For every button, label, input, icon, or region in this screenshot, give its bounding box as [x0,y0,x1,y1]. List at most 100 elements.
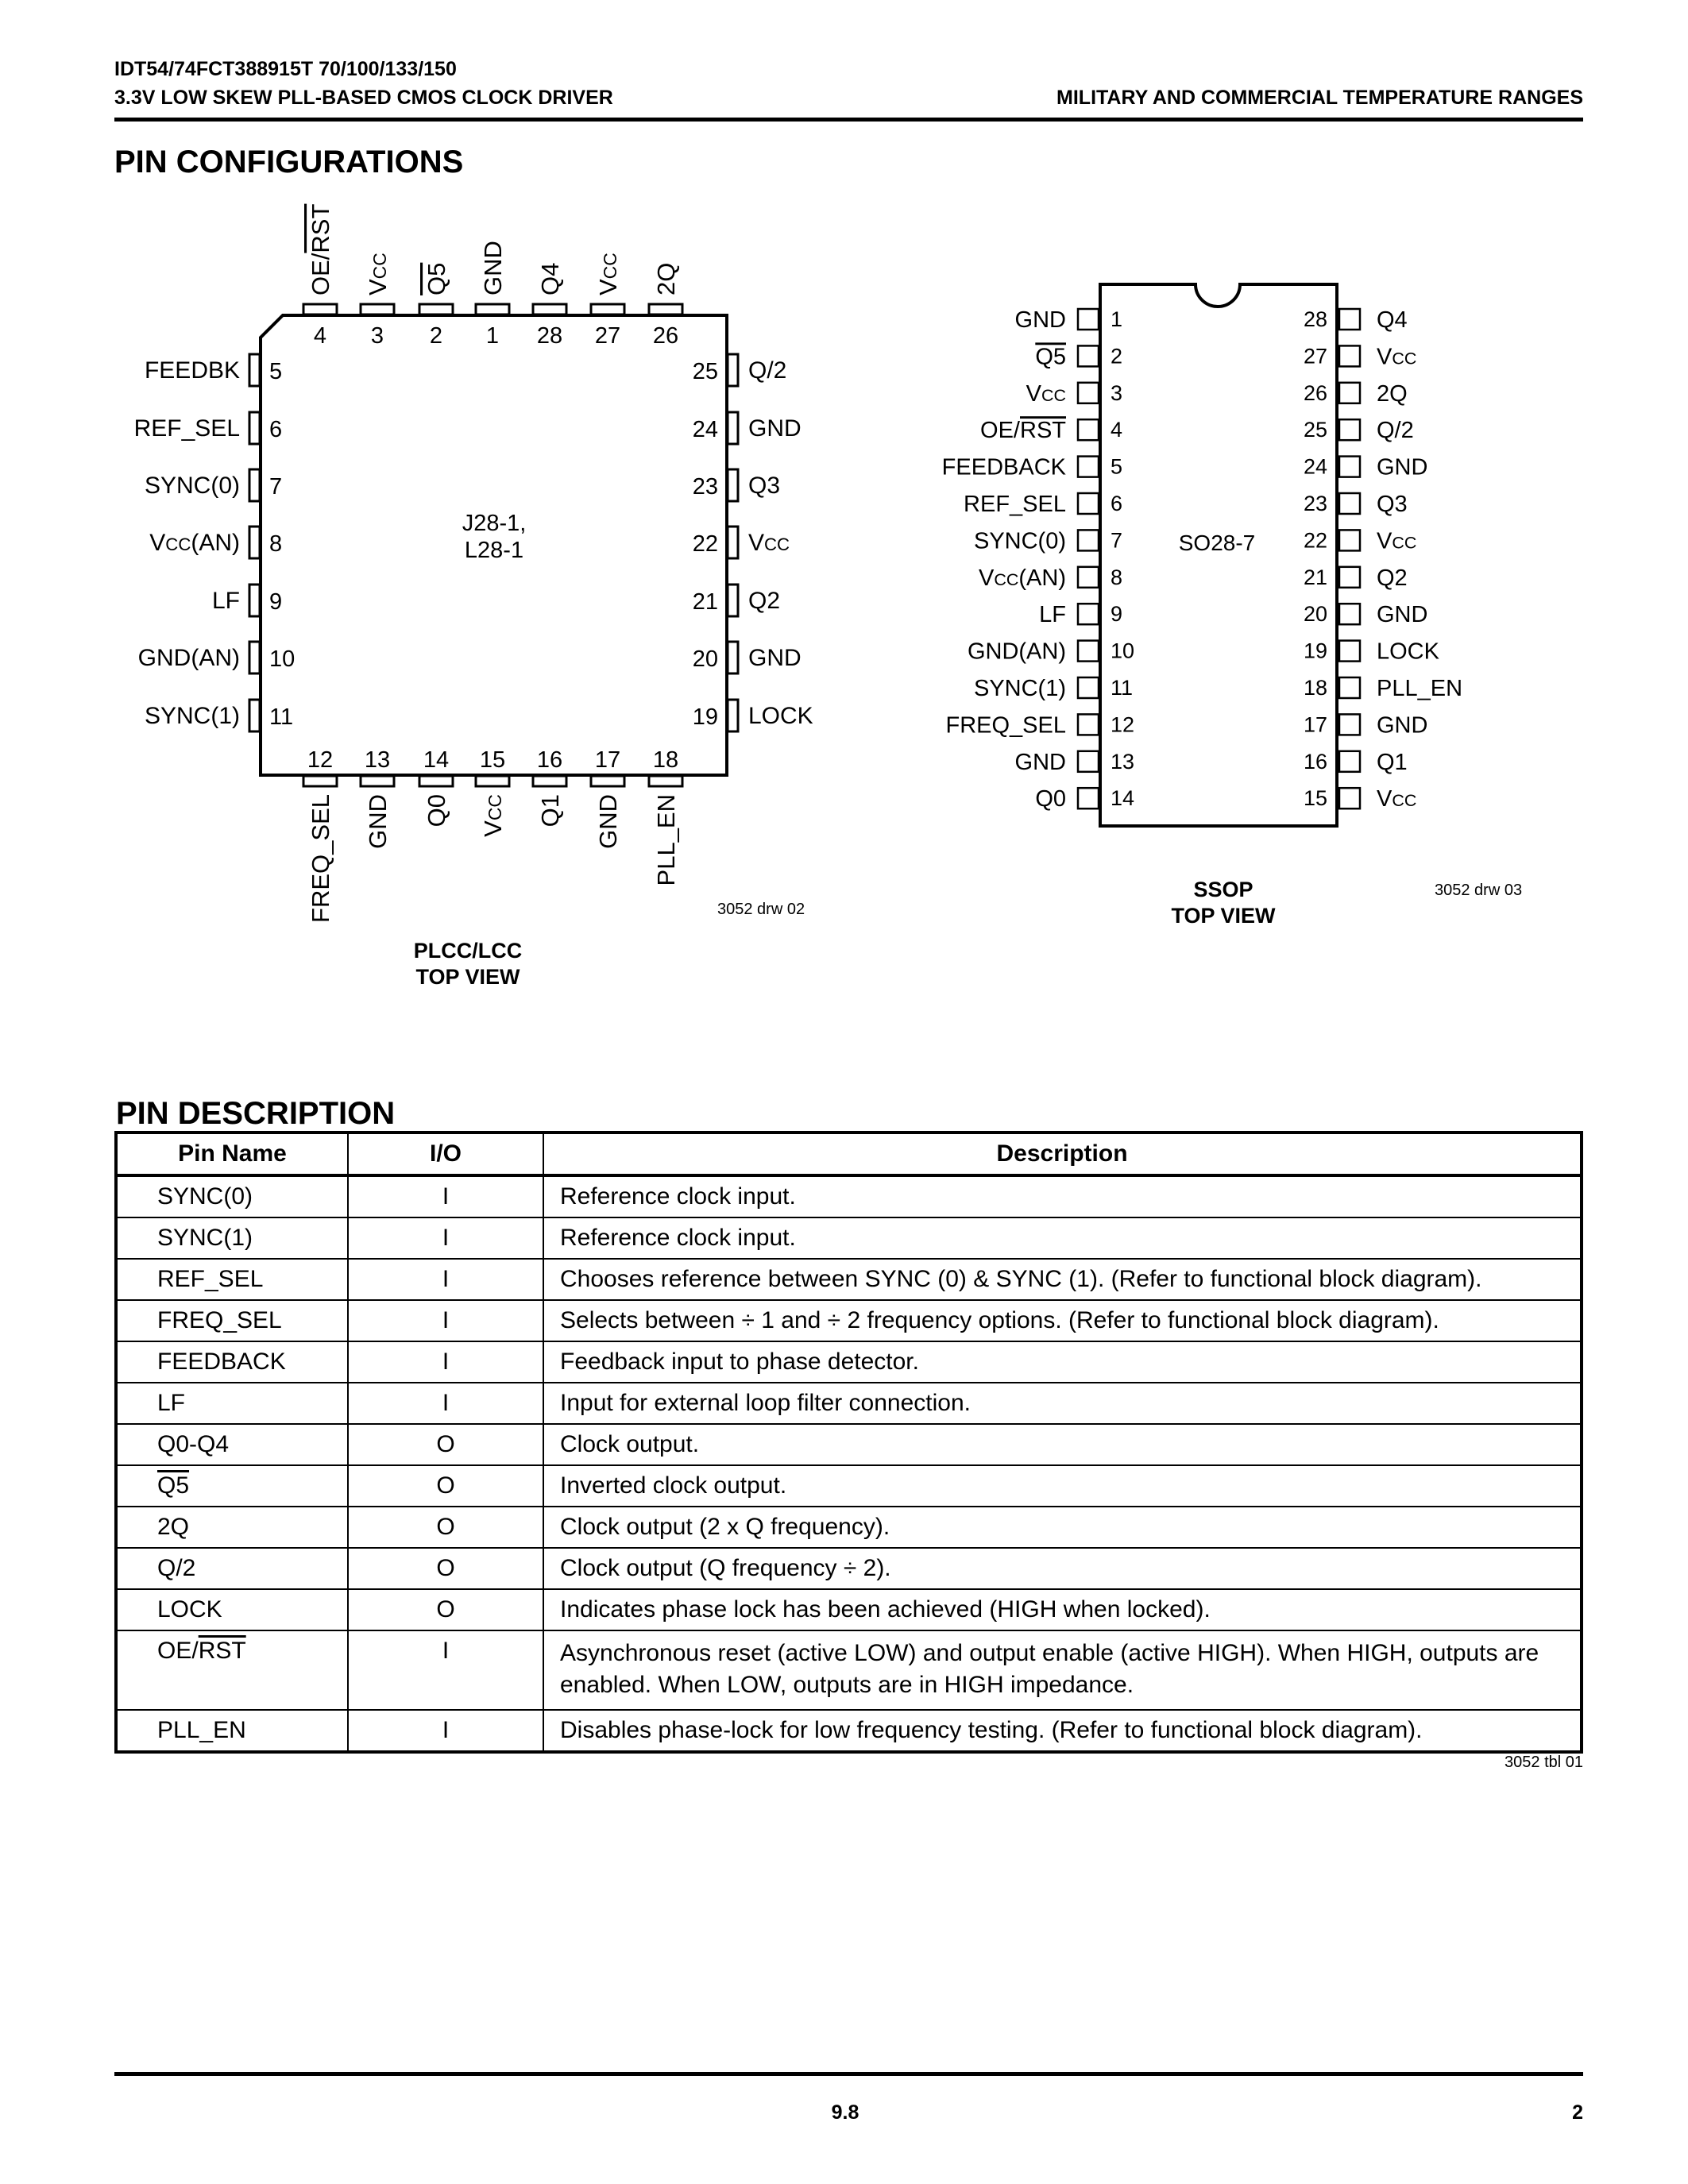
ssop-pin-18-name: PLL_EN [1377,676,1462,701]
ssop-pin-22-lead [1338,529,1362,552]
plcc-pin-25-name: Q/2 [748,357,786,384]
ssop-pin-8-lead [1076,565,1100,589]
ssop-pin-10-number: 10 [1111,639,1134,663]
plcc-pin-4-number: 4 [314,323,326,349]
ssop-pin-15-lead [1338,786,1362,810]
column-header-description: Description [543,1132,1582,1177]
ssop-pin-1-name: GND [1015,307,1066,333]
pin-name-cell: Q/2 [115,1547,349,1590]
plcc-pin-12-number: 12 [307,747,333,773]
column-header-pin-name: Pin Name [115,1132,349,1177]
ssop-pin-25-number: 25 [1304,418,1327,442]
pin-description-text: Reference clock input. [560,1225,796,1251]
plcc-pin-8-name: VCC(AN) [149,530,240,556]
pin-io-cell: I [347,1299,544,1342]
pin-description-title: PIN DESCRIPTION [116,1096,396,1131]
ssop-package-code: SO28-7 [1179,531,1256,555]
plcc-pin-21-name: Q2 [748,588,780,614]
plcc-pin-26-name: 2Q [652,263,680,295]
plcc-pin-22-lead [726,525,740,560]
ssop-pin-5-number: 5 [1111,455,1122,479]
pin-description-text: Clock output (2 x Q frequency). [560,1514,890,1540]
plcc-pin-23-lead [726,468,740,503]
ssop-pin-1-number: 1 [1111,307,1122,331]
plcc-pin-2-number: 2 [430,323,442,349]
plcc-pin-20-lead [726,640,740,675]
plcc-pin-6-name: REF_SEL [134,415,240,442]
plcc-pin-9-name: LF [212,588,240,614]
pin-name-cell: LF [115,1382,349,1425]
pin-io-cell: I [347,1258,544,1301]
ssop-pin-2-number: 2 [1111,344,1122,368]
pin-name-active-low: RST [198,1638,246,1664]
plcc-pin-13-number: 13 [365,747,390,773]
pin-name-text: PLL_EN [157,1717,246,1743]
ssop-pin-4-name: OE/RST [980,418,1066,443]
ssop-package-diagram: SO28-7 1GND2Q53VCC4OE/RST5FEEDBACK6REF_S… [942,283,1462,828]
ssop-pin-16-lead [1338,750,1362,774]
header-part-number: IDT54/74FCT388915T 70/100/133/150 [114,58,457,80]
pin-name-cell: OE/RST [115,1630,349,1711]
table-header-row: Pin Name I/O Description [115,1132,1582,1177]
plcc-pin-27-number: 27 [595,323,620,349]
plcc-pin-3-name: VCC [364,253,392,295]
ssop-pin-13-name: GND [1015,750,1066,775]
plcc-pin-22-name: VCC [748,530,790,556]
plcc-pin-4-lead [302,303,338,316]
pin-description-cell: Clock output. [543,1423,1582,1466]
ssop-pin-1-lead [1076,307,1100,331]
plcc-pin-16-lead [531,774,568,788]
pin-description-text-line2: enabled. When LOW, outputs are in HIGH i… [560,1672,1134,1698]
plcc-pin-17-lead [589,774,626,788]
ssop-drawing-ref: 3052 drw 03 [1435,882,1523,899]
plcc-pin-24-name: GND [748,415,802,442]
header-temperature: MILITARY AND COMMERCIAL TEMPERATURE RANG… [1056,87,1583,109]
plcc-pin-28-name: Q4 [536,263,564,295]
ssop-pin-2-lead [1076,345,1100,368]
plcc-pin-28-number: 28 [537,323,562,349]
ssop-pin-19-number: 19 [1304,639,1327,663]
ssop-pin-27-number: 27 [1304,344,1327,368]
ssop-pin-28-lead [1338,307,1362,331]
ssop-pin-26-lead [1338,381,1362,405]
pin-description-text: Disables phase-lock for low frequency te… [560,1717,1423,1743]
ssop-pin-10-name: GND(AN) [968,639,1066,665]
ssop-pin-6-number: 6 [1111,492,1122,515]
plcc-pin-12-name: FREQ_SEL [307,794,334,923]
plcc-pin-19-name: LOCK [748,703,813,729]
pin-description-cell: Chooses reference between SYNC (0) & SYN… [543,1258,1582,1301]
ssop-pin-7-number: 7 [1111,528,1122,552]
ssop-pin-24-name: GND [1377,455,1427,480]
pin-description-text: Reference clock input. [560,1183,796,1210]
plcc-pin-19-number: 19 [693,704,718,730]
pin-name-text: REF_SEL [157,1266,264,1292]
ssop-pin-14-number: 14 [1111,786,1134,810]
pin-description-text: Chooses reference between SYNC (0) & SYN… [560,1266,1482,1292]
pin-description-cell: Disables phase-lock for low frequency te… [543,1709,1582,1753]
pin-name-text: OE/ [157,1638,199,1664]
pin-description-text: Clock output. [560,1431,700,1457]
pin-name-cell: LOCK [115,1588,349,1631]
ssop-pin-14-lead [1076,786,1100,810]
pin-description-cell: Reference clock input. [543,1217,1582,1260]
plcc-pin-18-number: 18 [653,747,678,773]
plcc-pin-1-lead [474,303,511,316]
plcc-pin-24-number: 24 [693,417,718,442]
plcc-pin-8-number: 8 [269,531,282,557]
pin-name-cell: FREQ_SEL [115,1299,349,1342]
plcc-pin-18-name: PLL_EN [652,794,680,886]
ssop-pin-22-name: VCC [1377,528,1416,554]
plcc-pin-1-number: 1 [486,323,499,349]
ssop-pin-13-lead [1076,750,1100,774]
plcc-pin-10-number: 10 [269,646,295,672]
ssop-pin-20-lead [1338,602,1362,626]
pin-name-text: Q/2 [157,1555,196,1581]
ssop-caption-line1: SSOP [1193,878,1253,901]
plcc-pin-15-number: 15 [480,747,505,773]
plcc-pin-24-lead [726,411,740,446]
ssop-pin-3-name: VCC [1026,381,1066,407]
pin-name-text: SYNC(0) [157,1183,253,1210]
ssop-pin-24-lead [1338,455,1362,478]
